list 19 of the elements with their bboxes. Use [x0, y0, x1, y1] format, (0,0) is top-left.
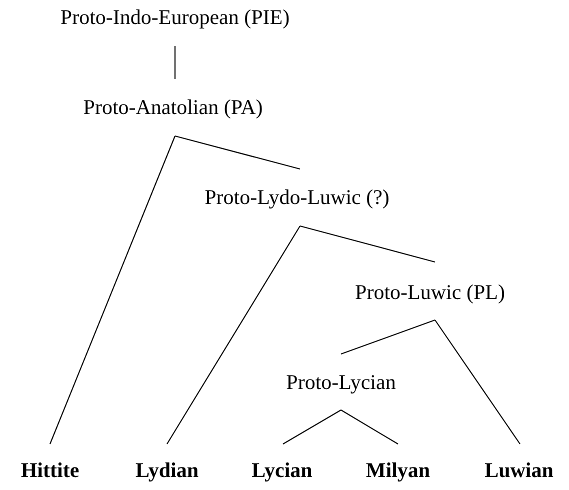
tree-branch-line: [300, 225, 436, 263]
proto-language-label: Proto-Lycian: [286, 369, 396, 395]
proto-language-label: Proto-Indo-European (PIE): [60, 4, 290, 30]
proto-language-label: Proto-Anatolian (PA): [83, 94, 263, 120]
tree-branch-line: [340, 319, 436, 355]
language-label: Lydian: [135, 457, 199, 483]
tree-branch-line: [174, 46, 176, 79]
language-label: Lycian: [252, 457, 312, 483]
language-label: Milyan: [366, 457, 430, 483]
language-label: Luwian: [484, 457, 554, 483]
tree-branch-line: [50, 136, 176, 444]
tree-branch-line: [434, 320, 520, 444]
language-label: Hittite: [20, 457, 80, 483]
tree-branch-line: [166, 226, 300, 444]
tree-branch-line: [282, 410, 342, 444]
proto-language-label: Proto-Lydo-Luwic (?): [204, 184, 390, 210]
tree-branch-line: [174, 135, 300, 170]
tree-branch-line: [340, 410, 398, 444]
proto-language-label: Proto-Luwic (PL): [355, 279, 505, 305]
